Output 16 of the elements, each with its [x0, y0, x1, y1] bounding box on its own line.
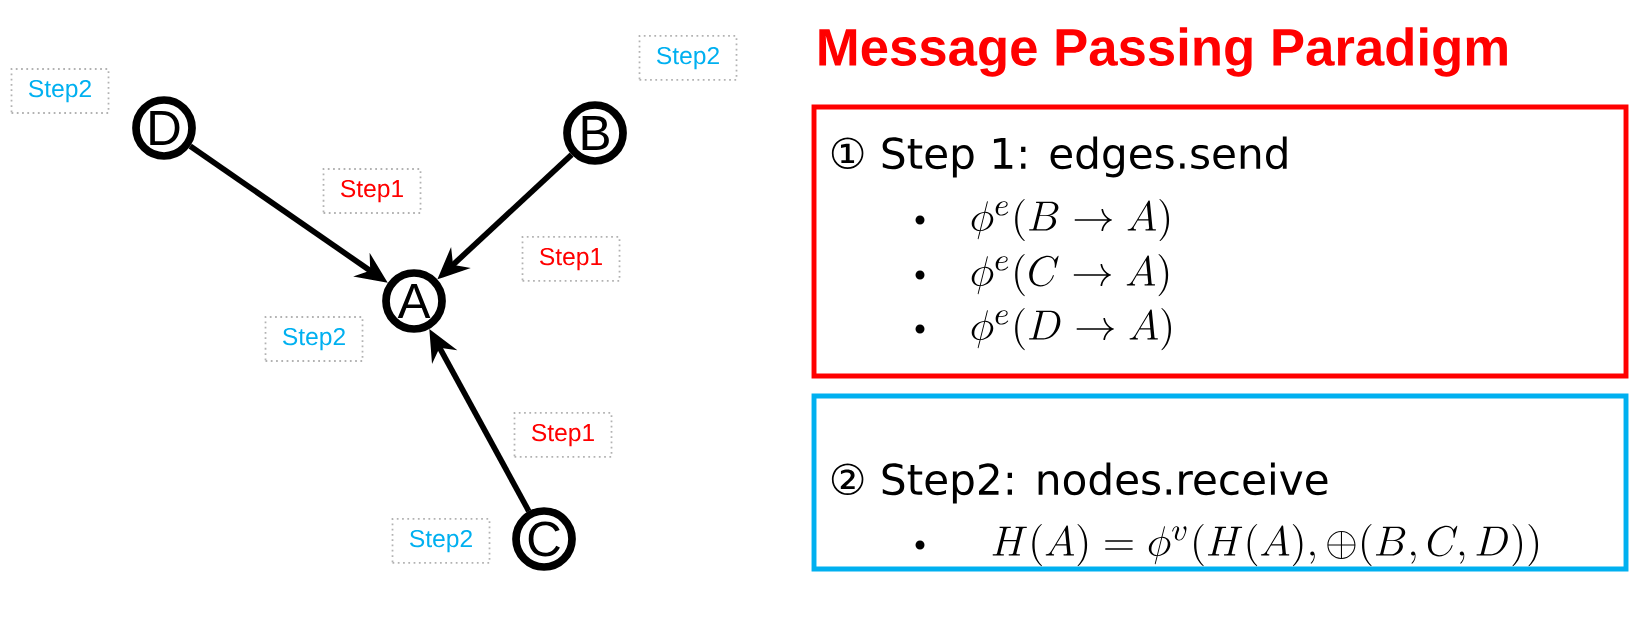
graph-node: B	[563, 101, 627, 165]
formula: $\phi^{e}(D\rightarrow A)$	[971, 307, 1171, 351]
step-label: Step2	[391, 518, 491, 564]
graph-node: A	[382, 269, 446, 333]
graph-node: C	[512, 507, 576, 571]
formula: $H(A)=\phi^{v}(H(A),\oplus(B,C,D))$	[992, 523, 1539, 567]
step-label: Step2	[264, 316, 364, 362]
formula: $\phi^{e}(B\rightarrow A)$	[971, 198, 1170, 242]
step-label: Step2	[10, 68, 110, 114]
formula: $\phi^{e}(C\rightarrow A)$	[971, 253, 1169, 297]
step-label: Step2	[638, 35, 738, 81]
graph-node: D	[132, 96, 196, 160]
step-label: Step1	[513, 412, 613, 458]
step-label: Step1	[521, 236, 621, 282]
title: Message Passing Paradigm	[819, 27, 1507, 77]
step-label: Step1	[322, 168, 422, 214]
